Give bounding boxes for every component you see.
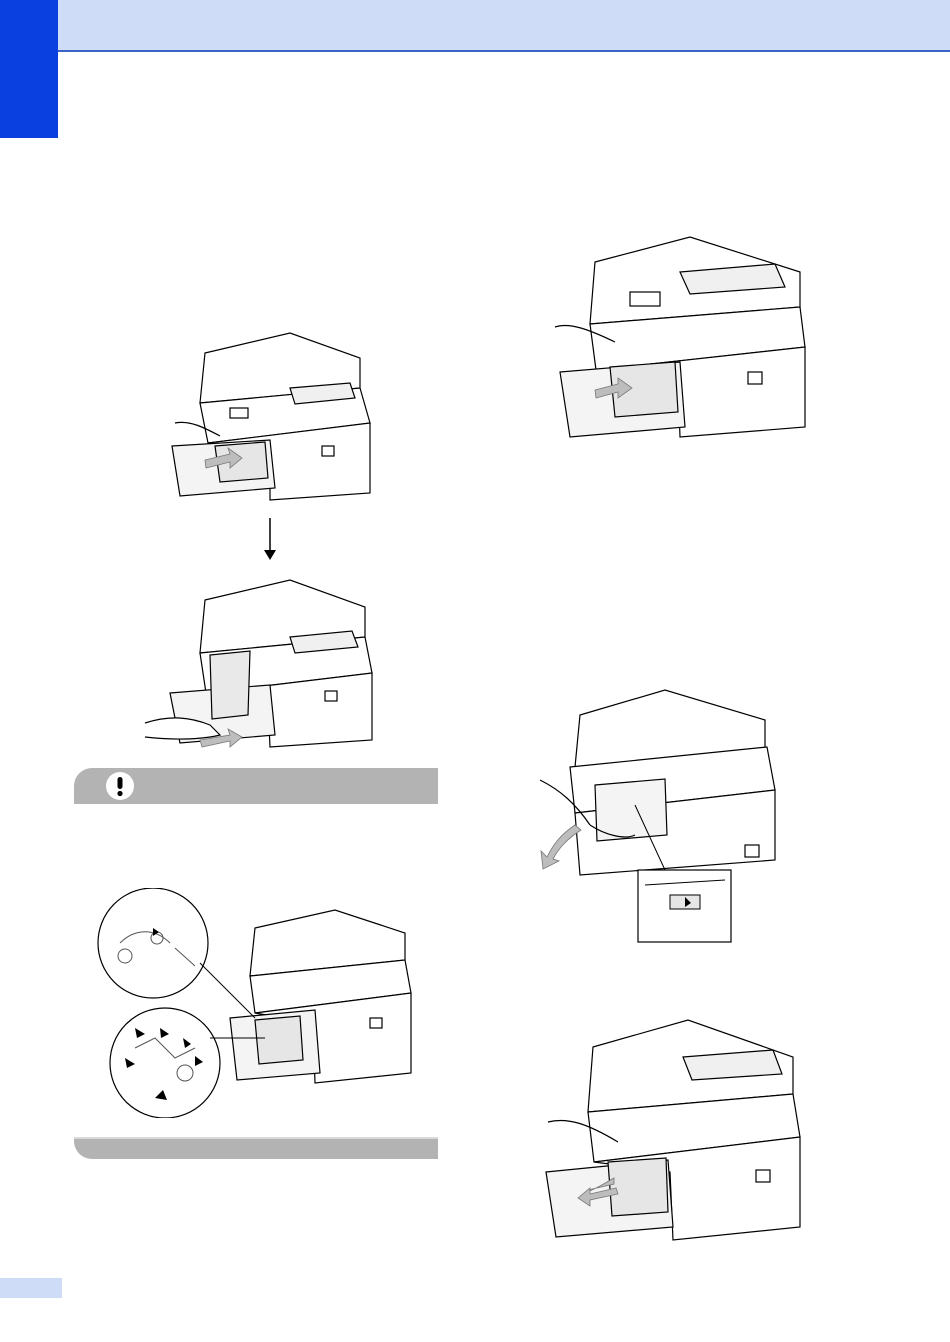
down-arrow-icon: [262, 518, 278, 567]
chapter-tab: [0, 0, 58, 138]
page-footer-tab: [0, 1278, 62, 1298]
page-header-band: [58, 0, 950, 52]
printer-illustration-remove-drum: [140, 575, 380, 750]
printer-illustration-open-cover: [535, 685, 810, 947]
printer-illustration-hot-parts: [95, 888, 415, 1118]
caution-header-bar: [74, 768, 438, 804]
printer-illustration-pull-drum: [160, 328, 380, 506]
caution-footer-bar: [74, 1136, 438, 1159]
exclamation-icon: [106, 772, 134, 800]
printer-illustration-pull-drum-right: [538, 1012, 803, 1252]
printer-illustration-push-drum: [540, 232, 810, 442]
